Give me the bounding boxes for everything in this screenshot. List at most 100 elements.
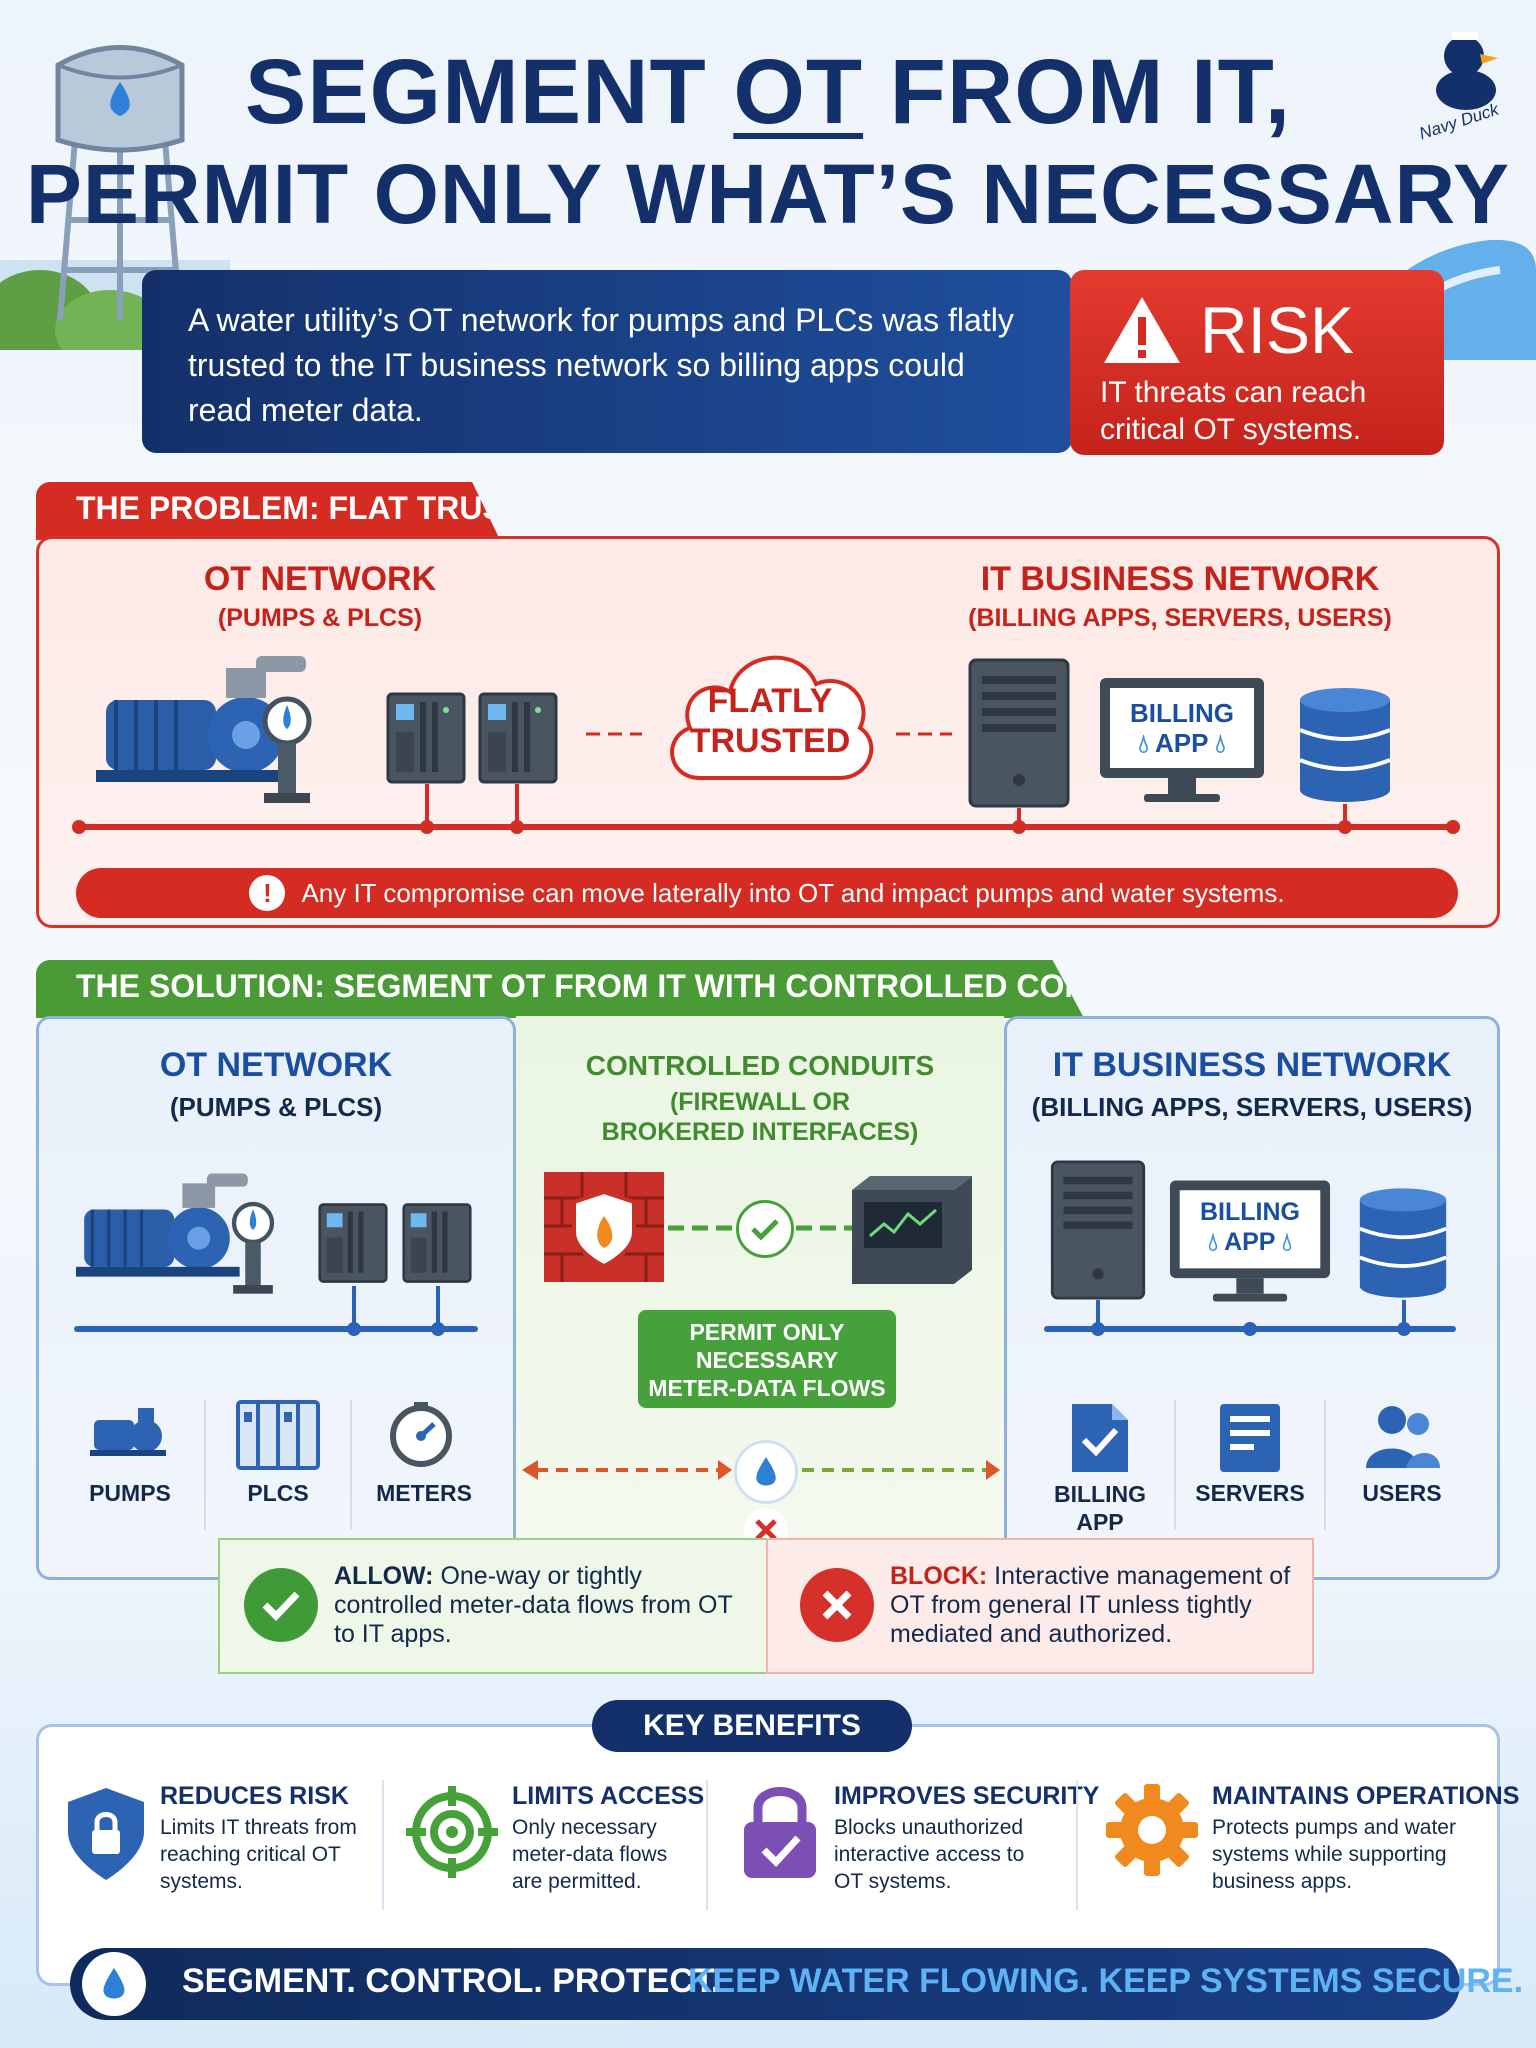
billing-app-small-icon [1072,1404,1128,1472]
server-icon [1050,1160,1146,1300]
ot-item-meters: METERS [376,1480,472,1506]
divider [350,1400,352,1530]
pumps-small-icon [90,1408,166,1456]
benefit-text: Only necessary meter-data flows are perm… [512,1816,668,1893]
database-icon [1359,1188,1447,1298]
dashed-link [586,732,642,736]
exclamation-icon: ! [249,875,286,911]
dashed-link [796,1225,852,1231]
permit-line: METER-DATA FLOWS [648,1375,886,1401]
solution-ot-title: OT NETWORK [159,1046,393,1084]
database-icon [1299,688,1391,802]
network-node [72,820,86,834]
meter-small-icon [390,1402,452,1467]
vline [1096,1300,1100,1326]
conduit-subtitle-1: (FIREWALL OR [669,1088,851,1116]
plc-icon [402,1203,472,1283]
title-ot: OT [733,41,864,143]
network-node [1338,820,1352,834]
network-node [347,1322,361,1336]
network-node [1243,1322,1257,1336]
solution-it-title: IT BUSINESS NETWORK [1052,1046,1452,1084]
problem-tab: THE PROBLEM: FLAT TRUST [36,482,500,540]
servers-small-icon [1220,1404,1280,1472]
vline [1402,1300,1406,1326]
allow-check-icon [244,1568,318,1642]
warning-triangle-icon [1104,297,1180,363]
benefit-title: MAINTAINS OPERATIONS [1212,1782,1520,1810]
firewall-icon [544,1172,664,1282]
divider [204,1400,206,1530]
target-icon [406,1786,498,1878]
conduit-title: CONTROLLED CONDUITS [585,1050,935,1081]
divider [382,1780,384,1910]
block-desc: Interactive management of OT from genera… [890,1562,1291,1648]
page-title-line2: PERMIT ONLY WHAT’S NECESSARY [25,147,1511,241]
allow-desc: One-way or tightly controlled meter-data… [334,1562,733,1648]
benefit-text: Limits IT threats from reaching critical… [160,1816,357,1893]
benefit-title: LIMITS ACCESS [512,1782,705,1810]
permit-line: NECESSARY [695,1347,839,1373]
block-x-circle-icon [800,1568,874,1642]
billing-app-label-line1: BILLING [1130,698,1234,728]
solution-ot-subtitle: (PUMPS & PLCS) [169,1092,383,1122]
risk-card: RISK IT threats can reach critical OT sy… [1070,270,1444,455]
allow-text: ALLOW: One-way or tightly controlled met… [334,1562,744,1649]
logo-duck-icon [1436,32,1498,110]
benefit-text: Blocks unauthorized interactive access t… [834,1816,1025,1893]
server-icon [968,658,1070,808]
billing-app-text: APP [1224,1228,1276,1256]
monitor-icon [1169,1180,1331,1302]
block-label: BLOCK: [890,1562,988,1590]
water-drop-icon: 💧︎ [1281,1228,1292,1256]
allow-label: ALLOW: [334,1562,434,1590]
problem-ot-subtitle: (PUMPS & PLCS) [217,604,423,632]
water-drop-icon: 💧︎ [1138,728,1149,758]
risk-text: IT threats can reach critical OT systems… [1100,376,1367,446]
benefit-title: IMPROVES SECURITY [834,1782,1100,1810]
padlock-check-icon [744,1787,816,1878]
ot-network-line [74,1326,478,1332]
network-node [510,820,524,834]
intro-banner: A water utility’s OT network for pumps a… [142,270,1072,453]
dashed-link [896,732,952,736]
users-small-icon [1366,1406,1440,1468]
benefit-text: Protects pumps and water systems while s… [1212,1816,1456,1893]
plc-icon [386,692,466,784]
problem-it-title: IT BUSINESS NETWORK [980,560,1380,598]
vline [425,784,429,824]
benefits-pill: KEY BENEFITS [592,1700,912,1752]
title-part: SEGMENT [244,41,734,143]
divider [706,1780,708,1910]
network-node [1012,820,1026,834]
network-node [1446,820,1460,834]
check-circle-icon [736,1200,794,1258]
gear-icon [1106,1784,1198,1876]
pressure-gauge-icon [262,696,312,803]
block-text: BLOCK: Interactive management of OT from… [890,1562,1294,1649]
divider [1076,1780,1078,1910]
permit-label: PERMIT ONLY NECESSARY METER-DATA FLOWS [638,1310,896,1408]
ot-item-plcs: PLCS [247,1480,309,1506]
permit-line: PERMIT ONLY [689,1319,845,1345]
problem-ot-title: OT NETWORK [203,560,437,598]
billing-app-text: APP [1155,728,1209,758]
flow-arrow-right [802,1460,1000,1480]
billing-app-label-line2: 💧︎ APP 💧︎ [1110,728,1254,760]
ot-item-pumps: PUMPS [89,1480,171,1506]
divider [1324,1400,1326,1530]
water-drop-icon [82,1952,146,2016]
conduit-subtitle-2: BROKERED INTERFACES) [601,1118,919,1146]
footer-left-text: SEGMENT. CONTROL. PROTECT. [182,1962,721,2000]
pressure-gauge-icon [231,1201,275,1294]
risk-title: RISK [1200,293,1355,367]
plc-icon [478,692,558,784]
divider [1174,1400,1176,1530]
cloud-label-line2: TRUSTED [689,722,851,760]
plc-icon [318,1203,388,1283]
dashed-link [668,1225,734,1231]
problem-network-line [78,824,1456,830]
water-drop-icon: 💧︎ [1215,728,1226,758]
network-node [420,820,434,834]
plcs-small-icon [236,1400,320,1470]
